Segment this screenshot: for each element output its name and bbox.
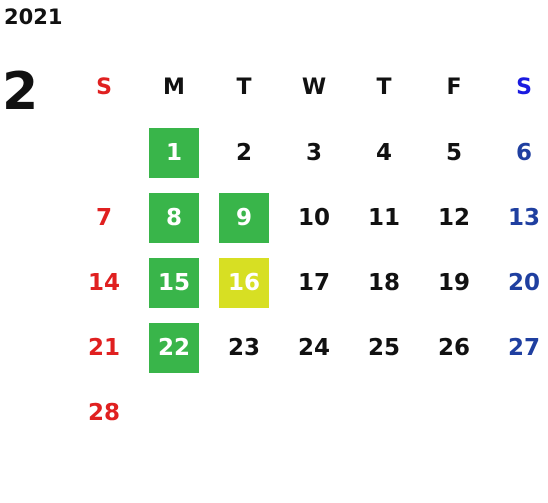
day-number: 20: [507, 269, 540, 296]
weekday-tuesday: T: [236, 75, 252, 100]
day-number: 22: [149, 322, 199, 373]
day-number: 13: [507, 204, 540, 231]
day-cell[interactable]: 15: [139, 250, 209, 315]
day-number: 19: [437, 269, 470, 296]
day-number: 4: [375, 139, 392, 166]
day-cell[interactable]: 8: [139, 185, 209, 250]
calendar-grid: S M T W T F S 1 2 3 4 5 6 7 8 9 10 11 12…: [69, 55, 548, 445]
day-cell[interactable]: 24: [279, 315, 349, 380]
day-number: [79, 128, 129, 178]
weekday-friday: F: [446, 75, 462, 100]
day-number: 9: [219, 192, 269, 243]
day-cell[interactable]: 22: [139, 315, 209, 380]
day-cell[interactable]: 19: [419, 250, 489, 315]
day-cell[interactable]: 26: [419, 315, 489, 380]
day-number: 8: [149, 192, 199, 243]
day-number: 3: [305, 139, 322, 166]
day-cell[interactable]: 25: [349, 315, 419, 380]
weekday-wednesday: W: [301, 75, 327, 100]
day-cell[interactable]: 10: [279, 185, 349, 250]
day-number: 25: [367, 334, 400, 361]
day-cell[interactable]: 13: [489, 185, 548, 250]
day-cell[interactable]: 23: [209, 315, 279, 380]
day-number: 23: [227, 334, 260, 361]
day-number: 16: [219, 257, 269, 308]
day-number: 6: [515, 139, 532, 166]
weekday-sunday: S: [96, 75, 112, 100]
day-number: 28: [87, 399, 120, 426]
day-cell[interactable]: 28: [69, 380, 139, 445]
day-cell[interactable]: 1: [139, 120, 209, 185]
day-number: 17: [297, 269, 330, 296]
day-number: 15: [149, 257, 199, 308]
weekday-thursday: T: [376, 75, 392, 100]
day-cell[interactable]: 9: [209, 185, 279, 250]
day-cell-highlighted[interactable]: 16: [209, 250, 279, 315]
day-number: 5: [445, 139, 462, 166]
day-number: 18: [367, 269, 400, 296]
day-number: 24: [297, 334, 330, 361]
day-number: 2: [235, 139, 252, 166]
day-cell[interactable]: 7: [69, 185, 139, 250]
calendar-year: 2021: [4, 5, 63, 29]
day-number: 12: [437, 204, 470, 231]
day-number: 1: [149, 127, 199, 178]
day-number: 7: [95, 204, 112, 231]
day-cell[interactable]: 18: [349, 250, 419, 315]
day-number: 11: [367, 204, 400, 231]
day-number: 27: [507, 334, 540, 361]
day-cell[interactable]: 11: [349, 185, 419, 250]
day-cell[interactable]: 20: [489, 250, 548, 315]
weekday-monday: M: [163, 75, 185, 100]
day-cell[interactable]: 12: [419, 185, 489, 250]
day-cell[interactable]: 6: [489, 120, 548, 185]
day-cell[interactable]: 17: [279, 250, 349, 315]
day-cell[interactable]: 4: [349, 120, 419, 185]
day-number: 14: [87, 269, 120, 296]
day-cell: [69, 120, 139, 185]
day-cell[interactable]: 5: [419, 120, 489, 185]
day-number: 10: [297, 204, 330, 231]
day-number: 26: [437, 334, 470, 361]
day-cell[interactable]: 21: [69, 315, 139, 380]
day-cell[interactable]: 3: [279, 120, 349, 185]
day-cell[interactable]: 2: [209, 120, 279, 185]
day-cell[interactable]: 14: [69, 250, 139, 315]
day-cell[interactable]: 27: [489, 315, 548, 380]
weekday-saturday: S: [516, 75, 532, 100]
calendar-month: 2: [2, 62, 39, 122]
day-number: 21: [87, 334, 120, 361]
